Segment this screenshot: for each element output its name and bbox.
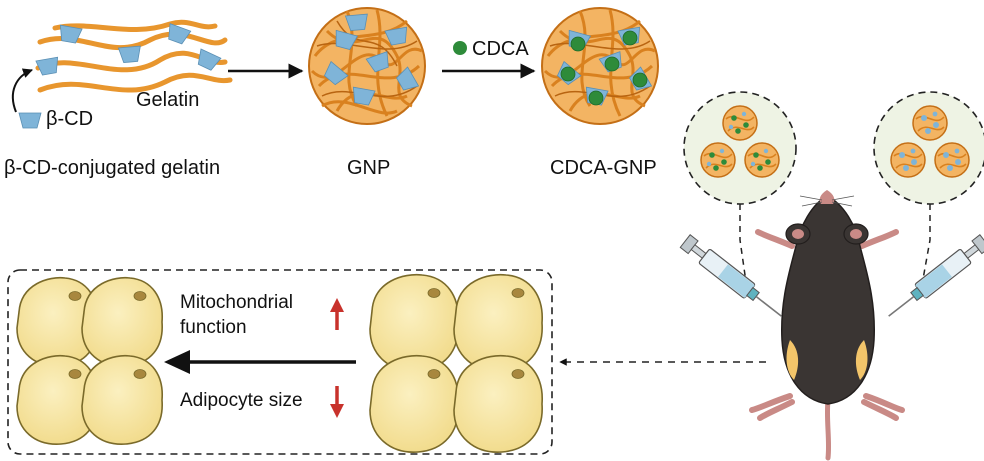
decrease-arrow — [164, 350, 356, 374]
mitochondrial-label-line2: function — [180, 317, 247, 338]
gnp-label: GNP — [347, 157, 391, 179]
gelatin-label: Gelatin — [136, 89, 200, 111]
cdca-gnp-sphere — [541, 7, 659, 125]
inset-dashed-connectors — [739, 204, 931, 297]
cdca-gnp-injection-inset — [683, 91, 797, 205]
large-adipocytes — [369, 273, 544, 453]
small-adipocytes — [16, 276, 164, 445]
cdca-label: CDCA — [472, 38, 529, 60]
gnp-injection-inset — [873, 91, 984, 205]
right-syringe — [888, 234, 984, 317]
gnp-sphere — [308, 7, 426, 125]
mitochondrial-label-line1: Mitochondrial — [180, 292, 293, 313]
beta-cd-legend-wedge — [18, 112, 42, 129]
curved-conjugation-arrow — [11, 68, 33, 113]
beta-cd-label: β-CD — [46, 108, 94, 130]
cdca-dot — [453, 41, 467, 55]
adipocyte-size-down-arrow-icon — [330, 386, 344, 418]
adipocyte-result-box — [7, 269, 553, 455]
mouse-illustration — [749, 190, 905, 461]
left-syringe — [679, 234, 782, 317]
conjugated-gelatin-label: β-CD-conjugated gelatin — [4, 157, 221, 179]
cdca-gnp-label: CDCA-GNP — [550, 157, 657, 179]
adipocyte-size-label: Adipocyte size — [180, 390, 303, 411]
mitochondrial-up-arrow-icon — [330, 298, 344, 330]
